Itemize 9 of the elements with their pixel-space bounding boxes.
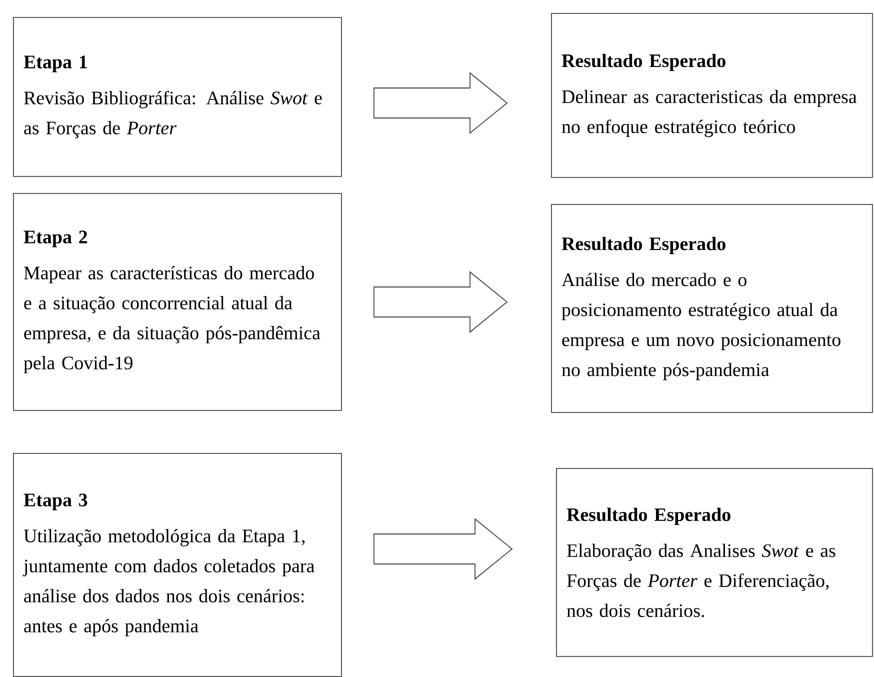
text-box: Etapa 2 Mapear as características do mercado e a situação concorrencial atual da empresa, e da situação pós-pandêmica pela Covid-19 (13, 193, 342, 411)
block-arrow (373, 518, 513, 580)
text-box: Etapa 3 Utilização metodológica da Etapa 1, juntamente com dados coletados para análise dos dados nos dois cenários: antes e após pandemia (13, 453, 342, 677)
text-box: Resultado Esperado Elaboração das Analises Swot e as Forças de Porter e Diferenciação, nos dois cenários. (556, 468, 873, 657)
text-box: Etapa 1 Revisão Bibliográfica: Análise Swot e as Forças de Porter (13, 17, 342, 177)
text-box: Resultado Esperado Delinear as caracteristicas da empresa no enfoque estratégico teórico (551, 13, 873, 178)
block-arrow (373, 72, 508, 134)
block-arrow (373, 271, 508, 333)
text-box: Resultado Esperado Análise do mercado e o posicionamento estratégico atual da empresa e um novo posicionamento no ambiente pós-pandemia (551, 204, 873, 413)
